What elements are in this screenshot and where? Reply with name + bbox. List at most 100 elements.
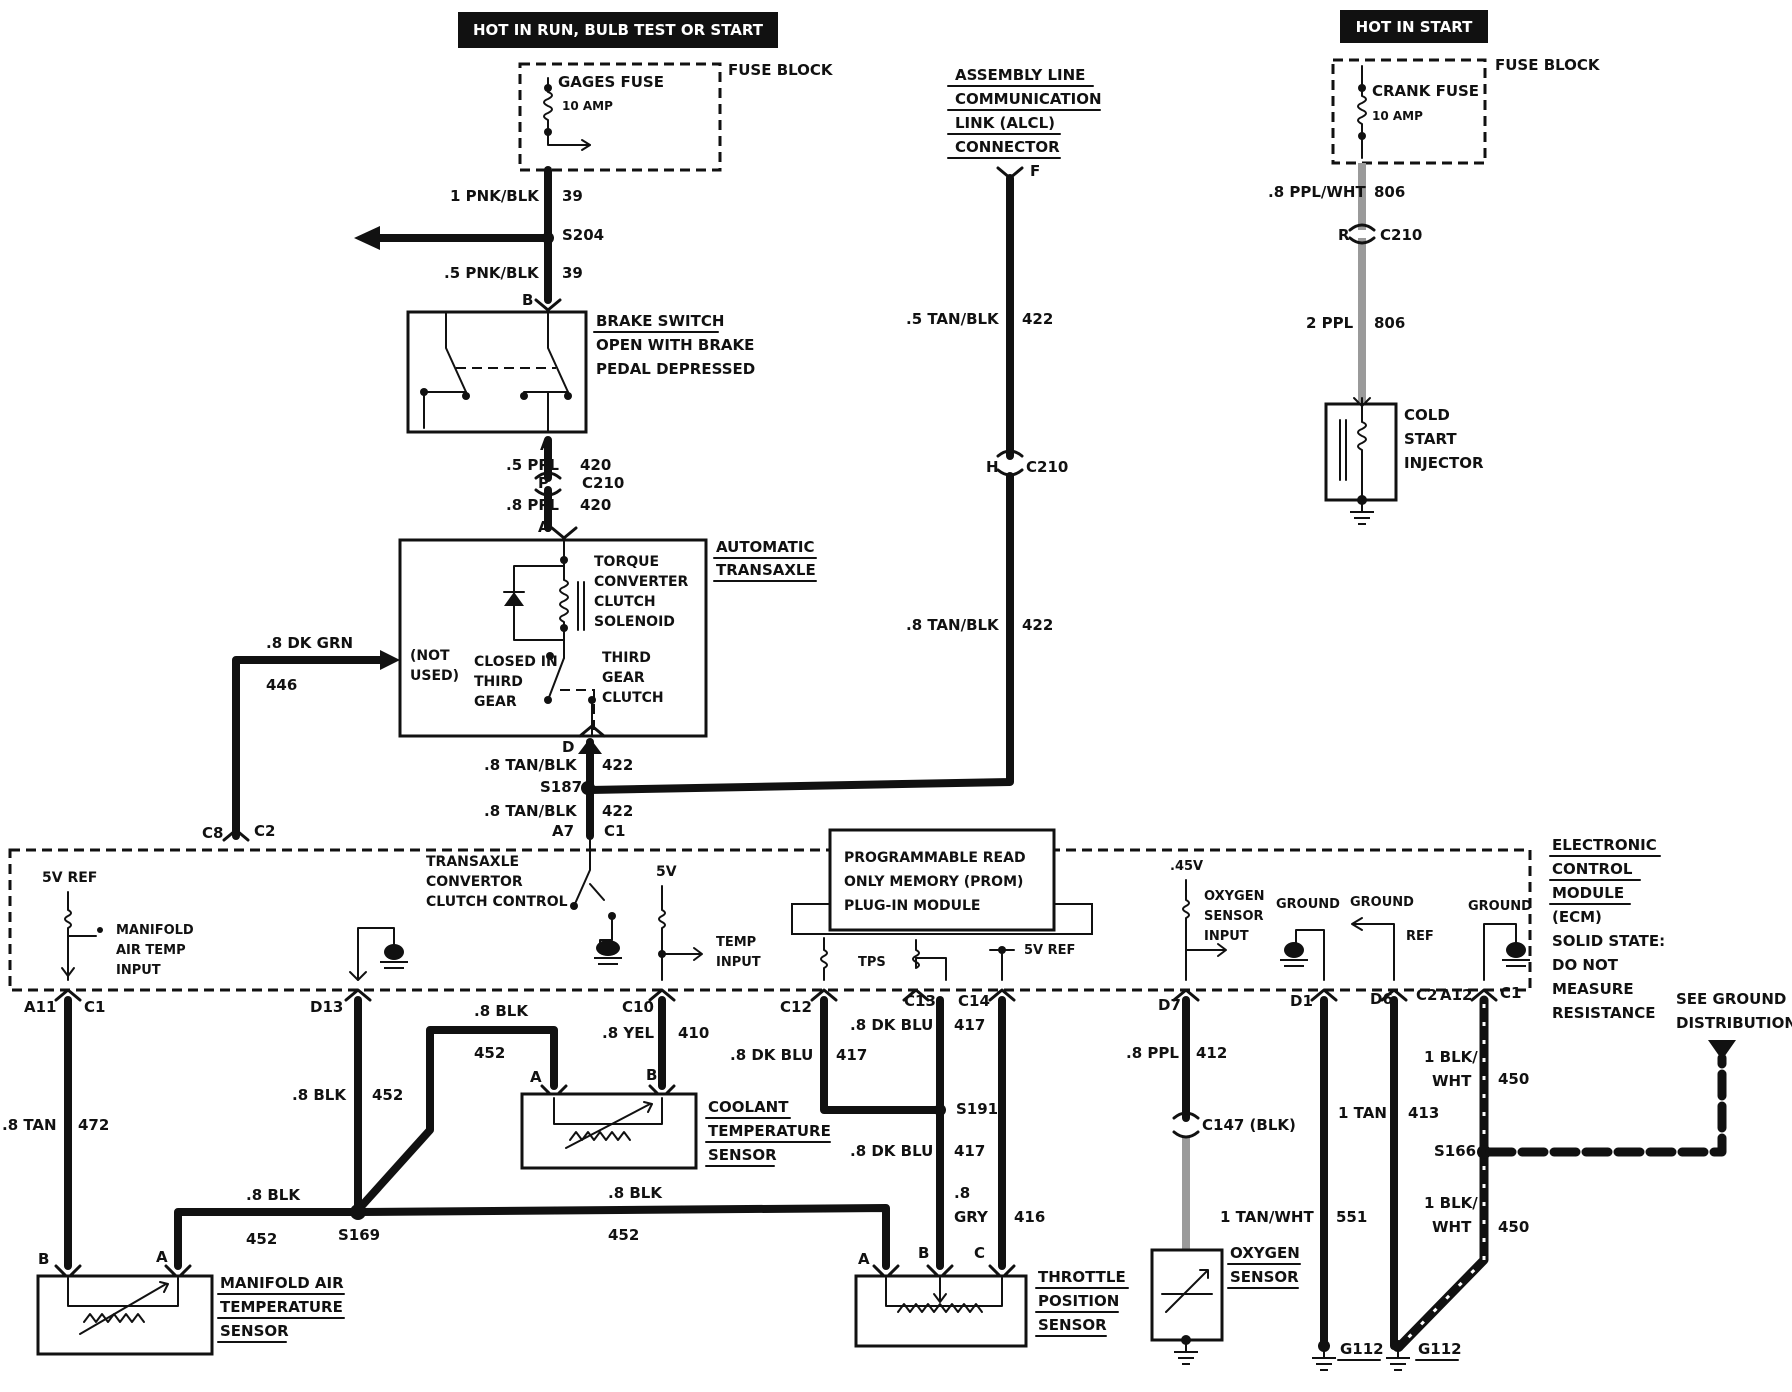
conn-s166: S166 xyxy=(1434,1142,1476,1160)
alcl-connector: ASSEMBLY LINE COMMUNICATION LINK (ALCL) … xyxy=(947,66,1102,180)
wire-452a-gauge: .8 BLK xyxy=(292,1086,347,1104)
throttle-position-sensor: A B C THROTTLE POSITION SENSOR xyxy=(854,1244,1129,1348)
cold-start-l2: START xyxy=(1404,430,1457,448)
brake-title: BRAKE SWITCH xyxy=(596,312,724,330)
conn-p: P xyxy=(538,474,549,492)
brake-switch: BRAKE SWITCH OPEN WITH BRAKE PEDAL DEPRE… xyxy=(406,310,755,434)
conn-c210-r: C210 xyxy=(1380,226,1422,244)
tps-pin-b: B xyxy=(918,1244,929,1262)
alcl-l3: LINK (ALCL) xyxy=(955,114,1055,132)
ecm-tcc3: CLUTCH CONTROL xyxy=(426,894,568,910)
wire-806a-gauge: .8 PPL/WHT xyxy=(1268,183,1366,201)
crank-fuse-name: CRANK FUSE xyxy=(1372,82,1479,100)
ecm-ground3: GROUND xyxy=(1468,899,1532,914)
wire-450a-num: 450 xyxy=(1498,1070,1529,1088)
prom-l3: PLUG-IN MODULE xyxy=(844,898,980,914)
wire-412-gauge: .8 PPL xyxy=(1126,1044,1179,1062)
ecm-temp1: TEMP xyxy=(716,935,756,950)
ecm-note3: MEASURE xyxy=(1552,980,1634,998)
coolant-l1: COOLANT xyxy=(708,1098,789,1116)
wire-450a-gauge2: WHT xyxy=(1432,1072,1472,1090)
tx-closed3: GEAR xyxy=(474,694,517,710)
ecm-mat3: INPUT xyxy=(116,963,161,978)
mat-l3: SENSOR xyxy=(220,1322,289,1340)
wire-39a-num: 39 xyxy=(562,187,583,205)
coolant-l3: SENSOR xyxy=(708,1146,777,1164)
mat-l1: MANIFOLD AIR xyxy=(220,1274,344,1292)
gages-fuse-block: GAGES FUSE 10 AMP FUSE BLOCK xyxy=(518,61,834,172)
conn-s191: S191 xyxy=(956,1100,998,1118)
ecm-mat1: MANIFOLD xyxy=(116,923,194,938)
wire-551-num: 551 xyxy=(1336,1208,1367,1226)
conn-c210-p: C210 xyxy=(582,474,624,492)
wire-417a-num: 417 xyxy=(836,1046,867,1064)
wire-410-gauge: .8 YEL xyxy=(602,1024,654,1042)
ecm-note1: SOLID STATE: xyxy=(1552,932,1665,950)
ecm-boundary xyxy=(8,848,1532,992)
conn-c10: C10 xyxy=(622,998,654,1016)
ecm-tcc2: CONVERTOR xyxy=(426,874,523,890)
wire-452c-gauge: .8 BLK xyxy=(246,1186,301,1204)
tx-third2: GEAR xyxy=(602,670,645,686)
coolant-pin-a: A xyxy=(530,1068,542,1086)
wire-450b-gauge1: 1 BLK/ xyxy=(1424,1194,1478,1212)
wire-420a-gauge: .5 PPL xyxy=(506,456,559,474)
tx-notused1: (NOT xyxy=(410,648,450,664)
wire-450b-num: 450 xyxy=(1498,1218,1529,1236)
tx-closed1: CLOSED IN xyxy=(474,654,558,670)
conn-d1: D1 xyxy=(1290,992,1313,1010)
alcl-l2: COMMUNICATION xyxy=(955,90,1102,108)
conn-a11: A11 xyxy=(24,998,56,1016)
wire-422b-gauge: .8 TAN/BLK xyxy=(484,802,578,820)
tx-title1: AUTOMATIC xyxy=(716,538,815,556)
wire-420b-gauge: .8 PPL xyxy=(506,496,559,514)
conn-a7: A7 xyxy=(552,822,574,840)
wire-420b-num: 420 xyxy=(580,496,611,514)
coolant-l2: TEMPERATURE xyxy=(708,1122,831,1140)
brake-pin-b: B xyxy=(522,291,533,309)
wire-410-num: 410 xyxy=(678,1024,709,1042)
automatic-transaxle: TORQUE CONVERTER CLUTCH SOLENOID CLOSED … xyxy=(398,538,817,738)
ecm-note4: RESISTANCE xyxy=(1552,1004,1655,1022)
ecm-temp2: INPUT xyxy=(716,955,761,970)
conn-c14: C14 xyxy=(958,992,990,1010)
wire-472-gauge: .8 TAN xyxy=(2,1116,57,1134)
o2-l1: OXYGEN xyxy=(1230,1244,1300,1262)
wire-551-gauge: 1 TAN/WHT xyxy=(1220,1208,1314,1226)
wire-422b-num: 422 xyxy=(602,802,633,820)
ecm-vref5b: 5V REF xyxy=(1024,943,1075,958)
tx-pin-a: A xyxy=(538,518,550,536)
wire-417a-gauge: .8 DK BLU xyxy=(730,1046,813,1064)
ecm-title3: MODULE xyxy=(1552,884,1624,902)
tps-l1: THROTTLE xyxy=(1038,1268,1126,1286)
wire-416b-gauge: GRY xyxy=(954,1208,989,1226)
ecm-tps: TPS xyxy=(858,955,886,970)
conn-c1-a7: C1 xyxy=(604,822,625,840)
alcl-l4: CONNECTOR xyxy=(955,138,1060,156)
tps-l2: POSITION xyxy=(1038,1292,1119,1310)
wire-422d-num: 422 xyxy=(1022,616,1053,634)
wire-452b-gauge: .8 BLK xyxy=(474,1002,529,1020)
conn-c13: C13 xyxy=(904,992,936,1010)
tps-pin-a: A xyxy=(858,1250,870,1268)
ecm-o2-2: SENSOR xyxy=(1204,909,1264,924)
ecm-note2: DO NOT xyxy=(1552,956,1619,974)
conn-c2: C2 xyxy=(254,822,275,840)
conn-c1-a11: C1 xyxy=(84,998,105,1016)
ground-g112-2: G112 xyxy=(1418,1340,1462,1358)
cold-start-injector: COLD START INJECTOR xyxy=(1324,397,1484,525)
wire-446-num: 446 xyxy=(266,676,297,694)
wire-452d-num: 452 xyxy=(608,1226,639,1244)
crank-fuse-block: CRANK FUSE 10 AMP FUSE BLOCK xyxy=(1331,56,1601,165)
conn-c8: C8 xyxy=(202,824,223,842)
tx-title2: TRANSAXLE xyxy=(716,561,816,579)
wire-450b-gauge2: WHT xyxy=(1432,1218,1472,1236)
ecm-labels: ELECTRONIC CONTROL MODULE (ECM) SOLID ST… xyxy=(1549,836,1665,1022)
conn-r: R xyxy=(1338,226,1350,244)
gages-fuse-rating: 10 AMP xyxy=(562,99,613,113)
banner-hot-in-run: HOT IN RUN, BULB TEST OR START xyxy=(458,12,778,48)
wire-806b-num: 806 xyxy=(1374,314,1405,332)
conn-c147: C147 (BLK) xyxy=(1202,1116,1296,1134)
tx-tcc4: SOLENOID xyxy=(594,614,675,630)
